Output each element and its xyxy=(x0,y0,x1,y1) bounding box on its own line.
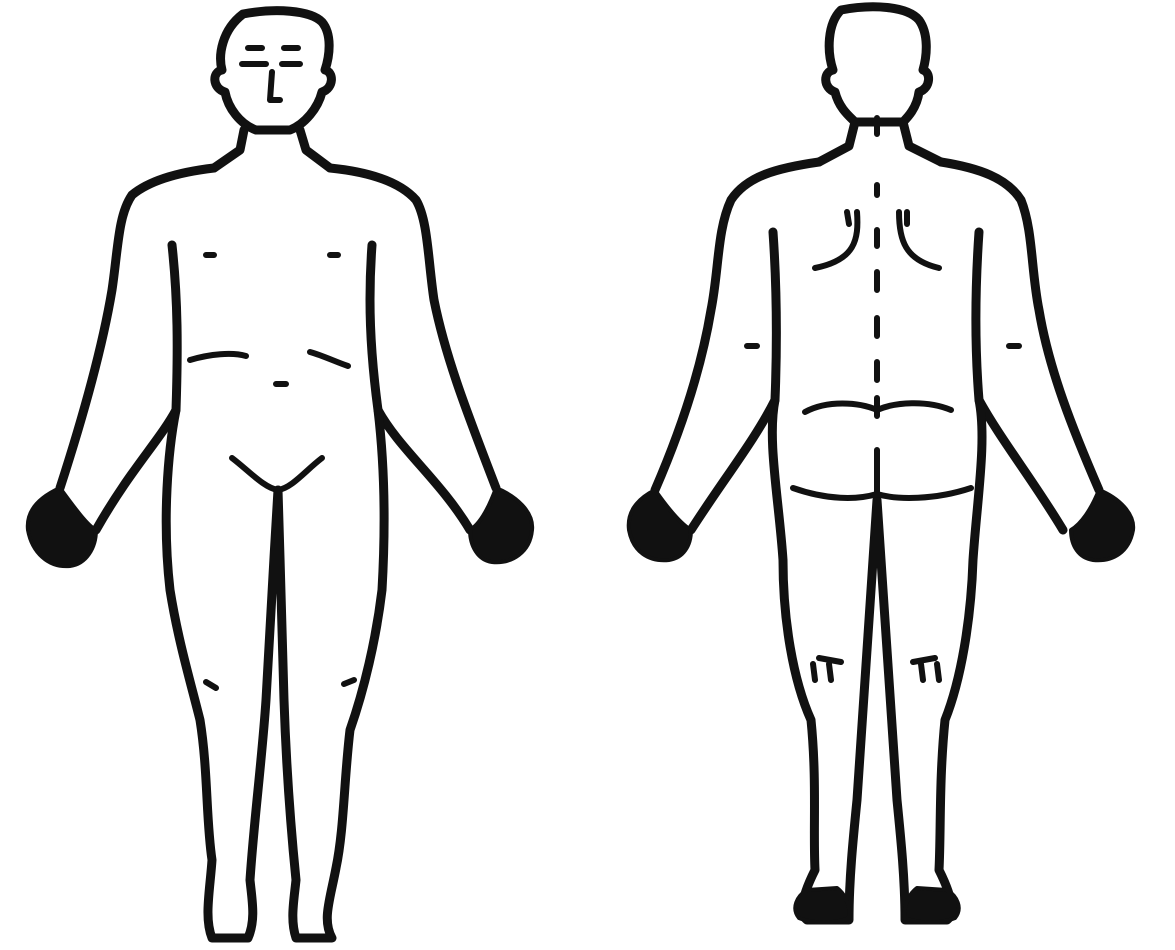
back-hand-right xyxy=(1071,490,1133,560)
back-knee-marks xyxy=(813,658,939,680)
back-foot-right xyxy=(905,888,959,923)
front-chest-marks xyxy=(190,255,348,384)
front-face xyxy=(242,48,300,100)
front-hand-right xyxy=(470,488,532,562)
front-hand-left xyxy=(28,488,96,566)
back-foot-left xyxy=(795,888,849,923)
back-buttocks xyxy=(793,450,971,498)
back-inner-arm-right xyxy=(976,232,1063,530)
human-body-front-icon xyxy=(0,0,588,950)
front-neck xyxy=(214,130,330,168)
front-groin xyxy=(232,458,322,490)
back-inner-arm-left xyxy=(691,232,776,530)
front-torso xyxy=(60,168,496,488)
human-body-back-icon xyxy=(587,0,1175,950)
back-head xyxy=(826,7,929,122)
back-hand-left xyxy=(629,490,691,560)
